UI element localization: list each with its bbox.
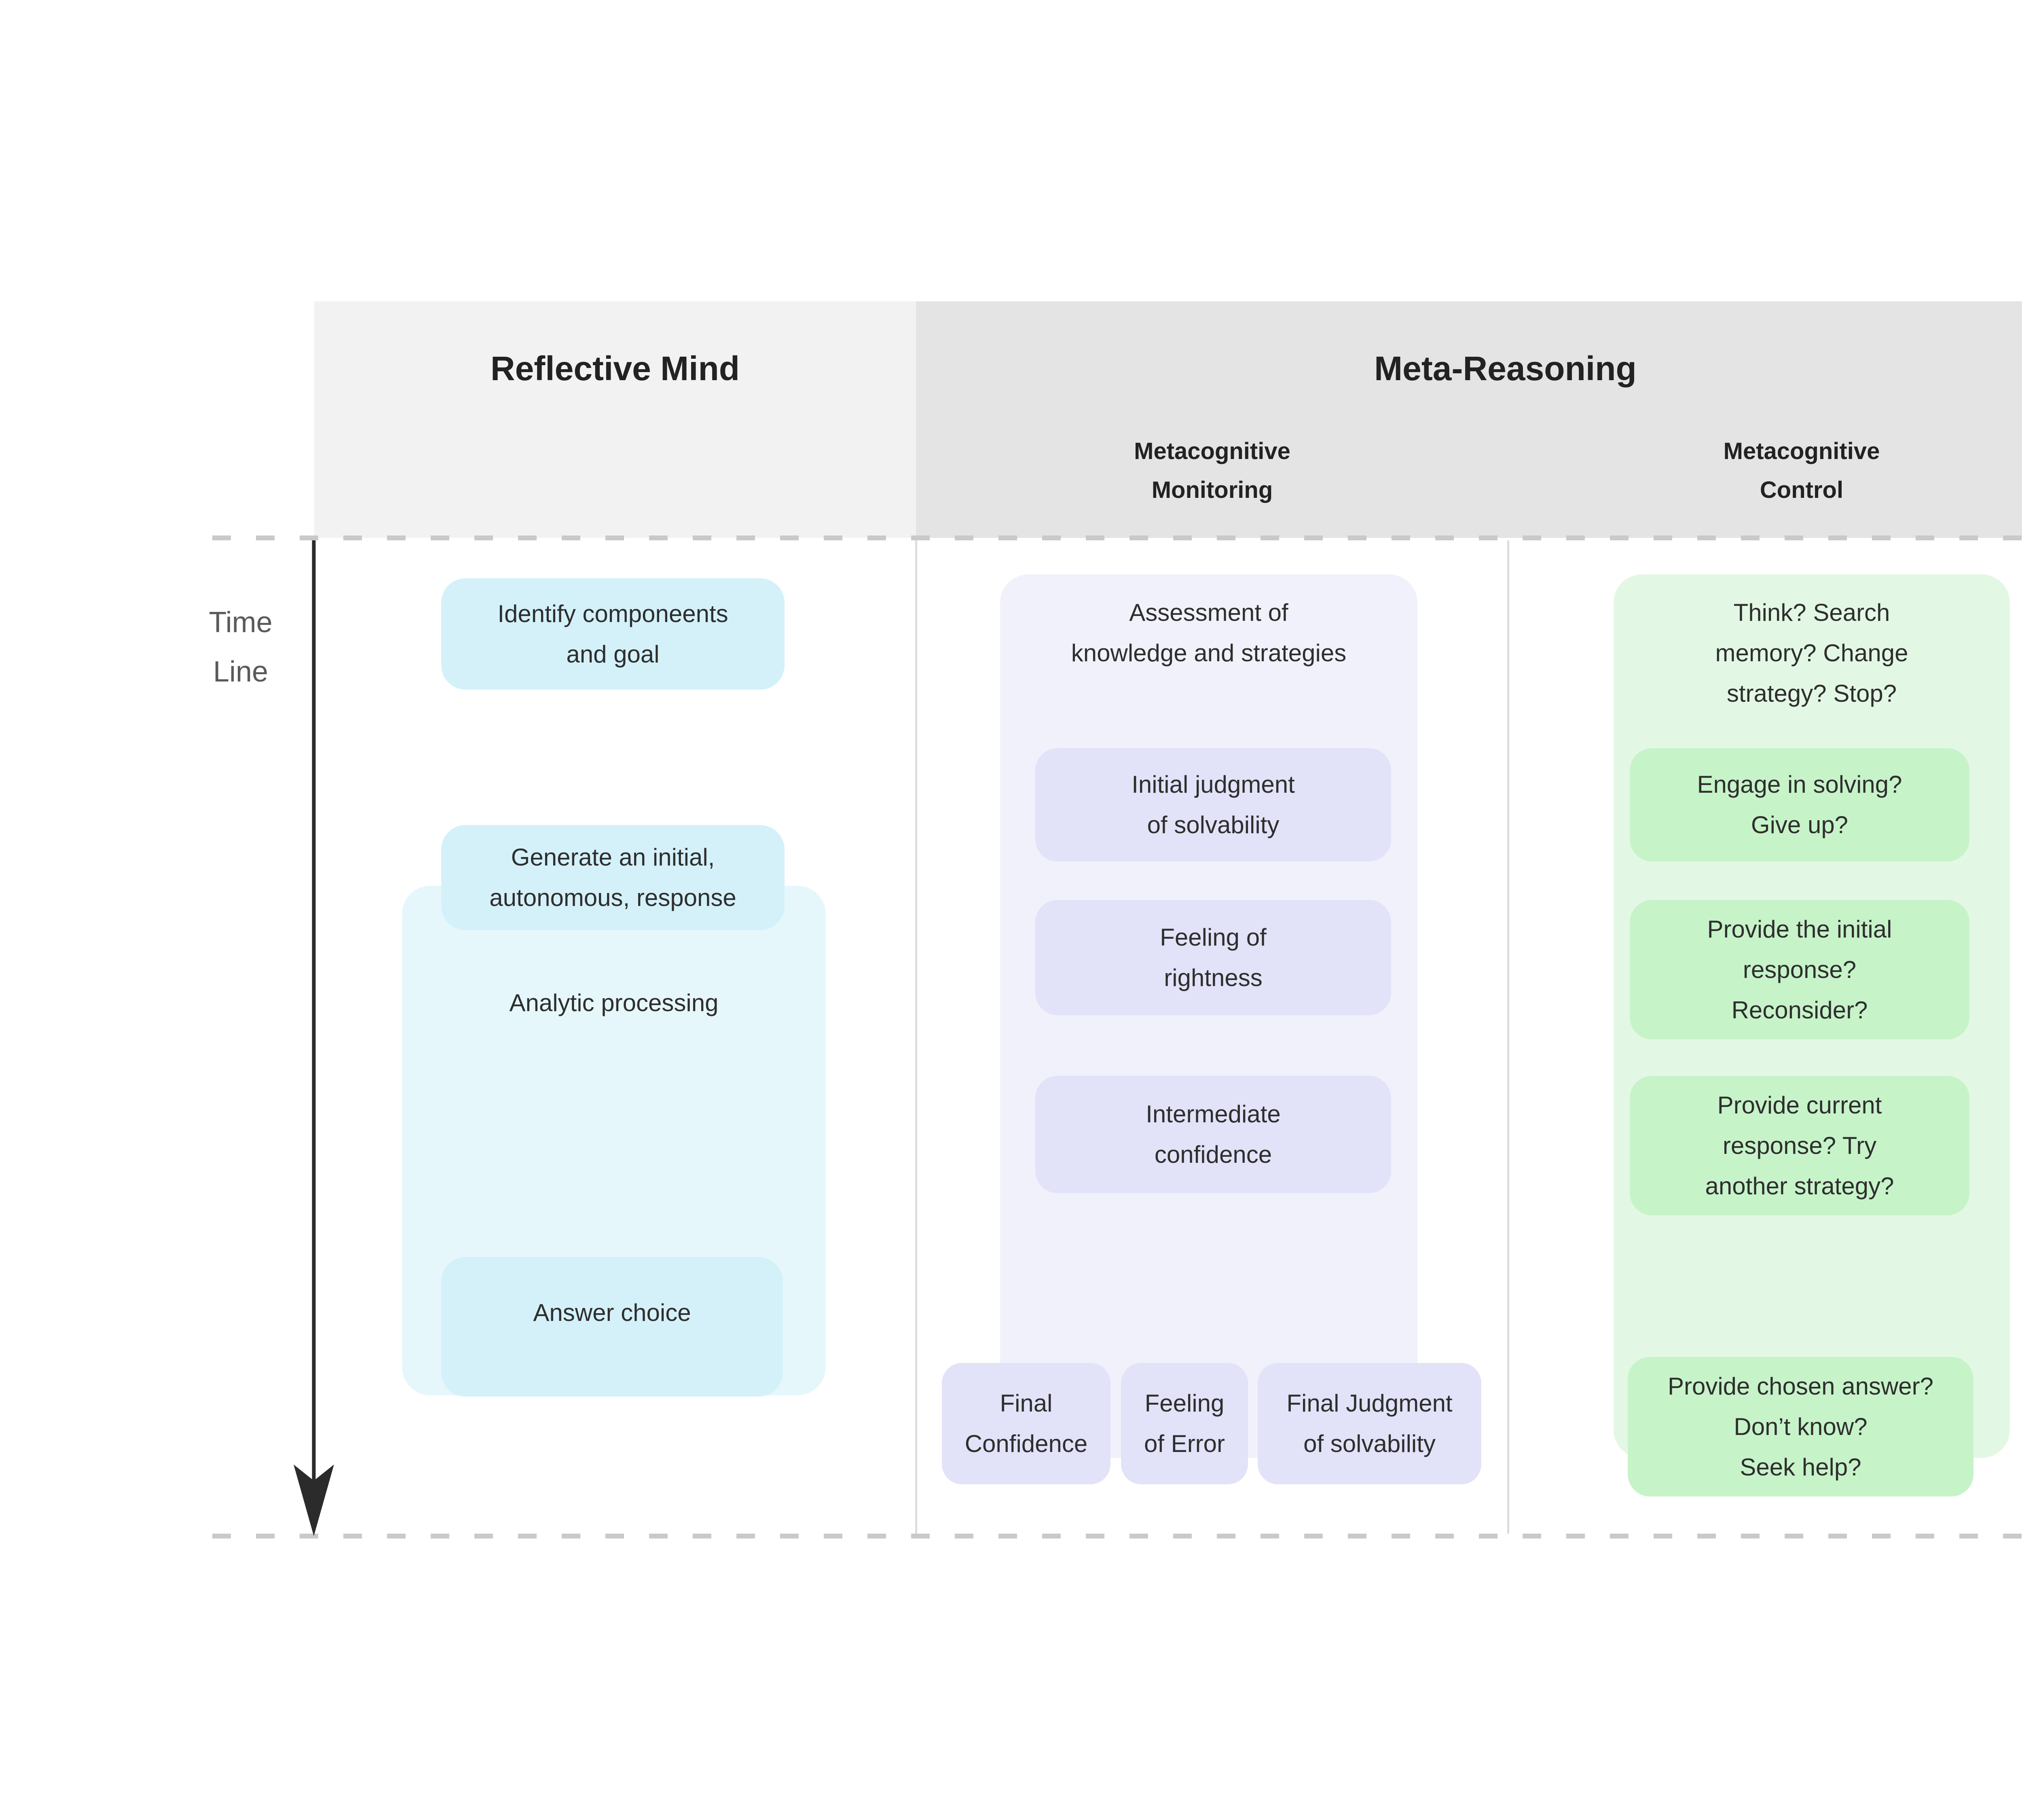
box-answer-choice: Answer choice: [441, 1257, 783, 1397]
box-provide-chosen-answer: Provide chosen answer? Don’t know? Seek …: [1628, 1357, 1973, 1496]
timeline-arrow: [294, 540, 334, 1536]
subheader-metacognitive-control: Metacognitive Control: [1723, 438, 1880, 503]
subheader-metacognitive-monitoring: Metacognitive Monitoring: [1134, 438, 1290, 503]
box-generate-initial-response: Generate an initial, autonomous, respons…: [441, 825, 785, 930]
arrow-down-icon: [294, 1464, 334, 1536]
box-identify-components-goal: Identify componeents and goal: [441, 578, 785, 690]
header-band-reflective: Reflective Mind: [314, 301, 916, 538]
box-feeling-of-error: Feeling of Error: [1121, 1363, 1248, 1484]
header-band-meta-reasoning: Meta-Reasoning: [916, 301, 2022, 538]
column-divider-middle: [1507, 540, 1509, 1534]
box-final-judgment-solvability: Final Judgment of solvability: [1258, 1363, 1481, 1484]
title-meta-reasoning: Meta-Reasoning: [1374, 349, 1637, 387]
label-assessment-knowledge-strategies: Assessment of knowledge and strategies: [1071, 599, 1347, 667]
box-initial-judgment-solvability: Initial judgment of solvability: [1035, 748, 1391, 861]
box-provide-current-response: Provide current response? Try another st…: [1630, 1076, 1969, 1215]
dashed-line-bottom: [212, 1534, 2022, 1539]
box-final-confidence: Final Confidence: [942, 1363, 1110, 1484]
column-divider-left: [915, 540, 917, 1534]
box-engage-in-solving: Engage in solving? Give up?: [1630, 748, 1969, 861]
box-intermediate-confidence: Intermediate confidence: [1035, 1076, 1391, 1193]
label-think-search-memory: Think? Search memory? Change strategy? S…: [1715, 599, 1908, 707]
panel-assessment-knowledge-strategies: Assessment of knowledge and strategies: [1000, 574, 1417, 1458]
title-reflective-mind: Reflective Mind: [490, 349, 740, 387]
label-analytic-processing: Analytic processing: [509, 989, 719, 1016]
box-provide-initial-response: Provide the initial response? Reconsider…: [1630, 900, 1969, 1039]
dashed-line-top: [212, 535, 2022, 540]
box-feeling-of-rightness: Feeling of rightness: [1035, 900, 1391, 1015]
timeline-label: Time Line: [209, 606, 273, 688]
